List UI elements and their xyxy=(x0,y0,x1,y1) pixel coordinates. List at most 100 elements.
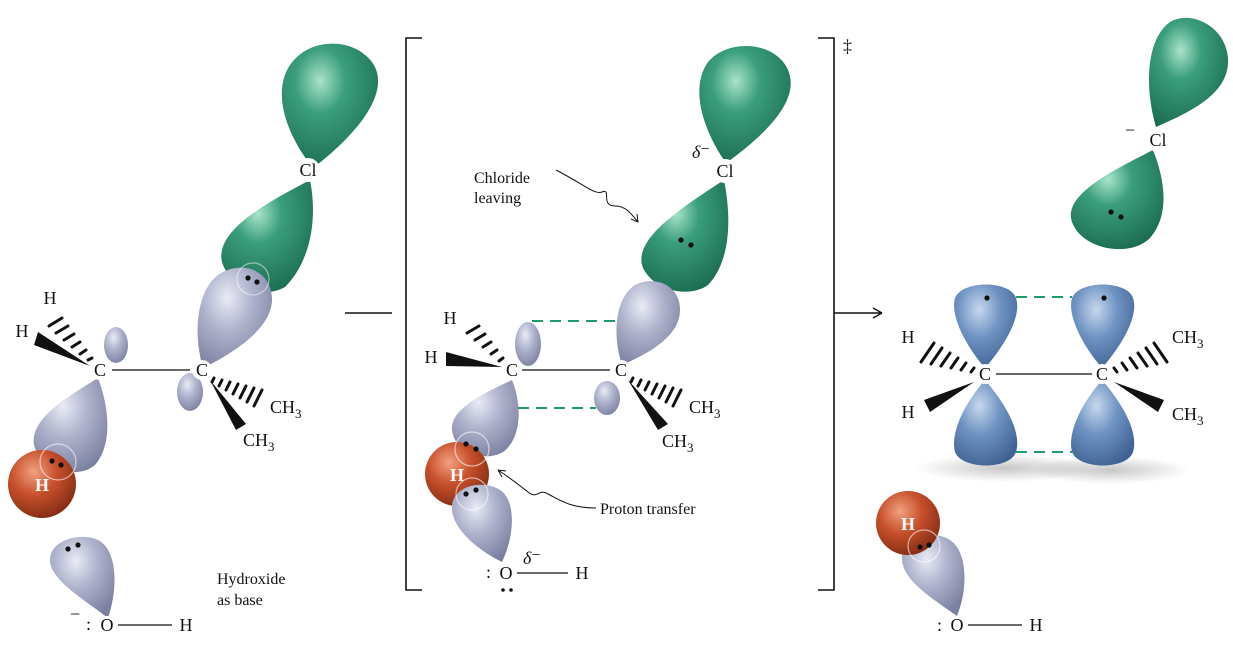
lone-pair-dots: : xyxy=(486,562,491,582)
atom-backdrop xyxy=(975,364,995,384)
proton-sphere xyxy=(876,491,940,555)
electron-dot xyxy=(678,237,684,243)
cl-back-lobe xyxy=(281,43,379,168)
carbon-label: C xyxy=(615,360,627,380)
electron-dot xyxy=(463,491,469,497)
hydrogen-label: H xyxy=(902,402,915,422)
carbon-label: C xyxy=(94,360,106,380)
solid-wedge-bond xyxy=(210,380,246,430)
overlap-halo xyxy=(454,431,490,467)
chloride-upper-lobe xyxy=(1148,17,1229,127)
oxygen-label: O xyxy=(101,615,114,635)
chloride-lower-lobe xyxy=(1070,150,1164,250)
c2-small-lobe xyxy=(177,373,203,411)
atom-backdrop xyxy=(1146,128,1170,152)
carbon-label: C xyxy=(979,364,991,384)
electron-dot xyxy=(917,544,923,550)
water-lone-pair-lobe xyxy=(901,535,965,616)
c2-large-lobe xyxy=(197,267,273,368)
cl-bonding-lobe xyxy=(221,180,313,293)
atom-backdrop xyxy=(611,360,631,380)
hydroxide-note: as base xyxy=(217,592,263,609)
chlorine-label: Cl xyxy=(716,161,733,181)
negative-charge: − xyxy=(70,604,80,624)
proton-label: H xyxy=(450,465,464,485)
carbon-label: C xyxy=(506,360,518,380)
electron-dot xyxy=(49,458,55,464)
solid-wedge-bond xyxy=(924,382,974,412)
partial-charge: δ⁻ xyxy=(523,548,541,568)
cl-back-lobe xyxy=(699,45,791,163)
pointer-arrow xyxy=(497,469,597,509)
hashed-wedge-bond xyxy=(1112,341,1169,374)
solid-wedge-bond xyxy=(628,380,668,430)
methyl-label: CH3 xyxy=(1172,327,1204,351)
hydrogen-label: H xyxy=(425,347,438,367)
lone-pair-dots: : xyxy=(937,615,942,635)
hashed-wedge-bond xyxy=(465,324,505,363)
electron-dot xyxy=(501,588,505,592)
electron-dot xyxy=(473,446,479,452)
solid-wedge-bond xyxy=(1114,382,1164,412)
electron-dot xyxy=(463,441,469,447)
negative-charge: − xyxy=(1125,120,1135,140)
electron-dot xyxy=(75,542,81,548)
atom-backdrop xyxy=(1092,364,1112,384)
hashed-wedge-bond xyxy=(47,316,94,362)
hydrogen-label: H xyxy=(16,321,29,341)
hydrogen-label: H xyxy=(902,327,915,347)
electron-dot xyxy=(688,242,694,248)
transition-state-symbol: ‡ xyxy=(843,36,852,56)
c1-small-lobe xyxy=(104,327,128,363)
c2-large-lobe xyxy=(616,281,680,365)
electron-dot xyxy=(509,588,513,592)
overlap-halo xyxy=(39,443,77,481)
hydrogen-label: H xyxy=(576,563,589,583)
hydrogen-label: H xyxy=(180,615,193,635)
electron-dot xyxy=(1108,209,1114,215)
panel-transition-state: ‡ H C C Cl δ⁻ xyxy=(405,36,852,592)
left-bracket xyxy=(405,37,422,591)
carbon-label: C xyxy=(196,360,208,380)
atom-backdrop xyxy=(948,616,966,634)
lone-pair-dots: : xyxy=(86,614,91,634)
c2-small-lobe xyxy=(594,381,620,415)
overlap-halo xyxy=(236,262,270,296)
electron-dot xyxy=(58,462,64,468)
c1-large-lobe xyxy=(451,380,519,457)
chlorine-label: Cl xyxy=(1149,130,1166,150)
atom-backdrop xyxy=(502,360,522,380)
panel-reactants: H Cl C C H H xyxy=(8,43,379,635)
proton-label: H xyxy=(35,475,49,495)
carbon-label: C xyxy=(1096,364,1108,384)
electron-dot xyxy=(245,275,251,281)
p-orbital-lower-lobe-c2 xyxy=(1071,380,1135,466)
electron-dot xyxy=(984,295,990,301)
methyl-label: CH3 xyxy=(689,397,721,421)
hydroxide-lone-pair-lobe xyxy=(451,484,512,562)
solid-wedge-bond xyxy=(34,332,90,366)
proton-sphere xyxy=(8,450,76,518)
p-orbital-upper-lobe-c1 xyxy=(954,284,1018,368)
c1-small-lobe xyxy=(515,322,541,366)
solid-wedge-bond xyxy=(446,352,502,367)
hydrogen-label: H xyxy=(1030,615,1043,635)
oxygen-label: O xyxy=(951,615,964,635)
hydrogen-label: H xyxy=(44,288,57,308)
p-orbital-lower-lobe-c1 xyxy=(954,380,1018,466)
electron-dot xyxy=(254,279,260,285)
atom-backdrop xyxy=(296,158,320,182)
electron-dot xyxy=(1101,295,1107,301)
methyl-label: CH3 xyxy=(243,430,275,454)
panel-products: Cl − C C H H xyxy=(876,17,1229,635)
p-orbital-upper-lobe-c2 xyxy=(1071,284,1135,368)
pointer-arrow xyxy=(555,169,639,223)
proton-transfer-note: Proton transfer xyxy=(600,501,696,518)
electron-dot xyxy=(926,542,932,548)
reaction-arrowhead xyxy=(872,307,883,319)
atom-backdrop xyxy=(497,564,515,582)
methyl-label: CH3 xyxy=(662,431,694,455)
hydroxide-note: Hydroxide xyxy=(217,571,285,588)
